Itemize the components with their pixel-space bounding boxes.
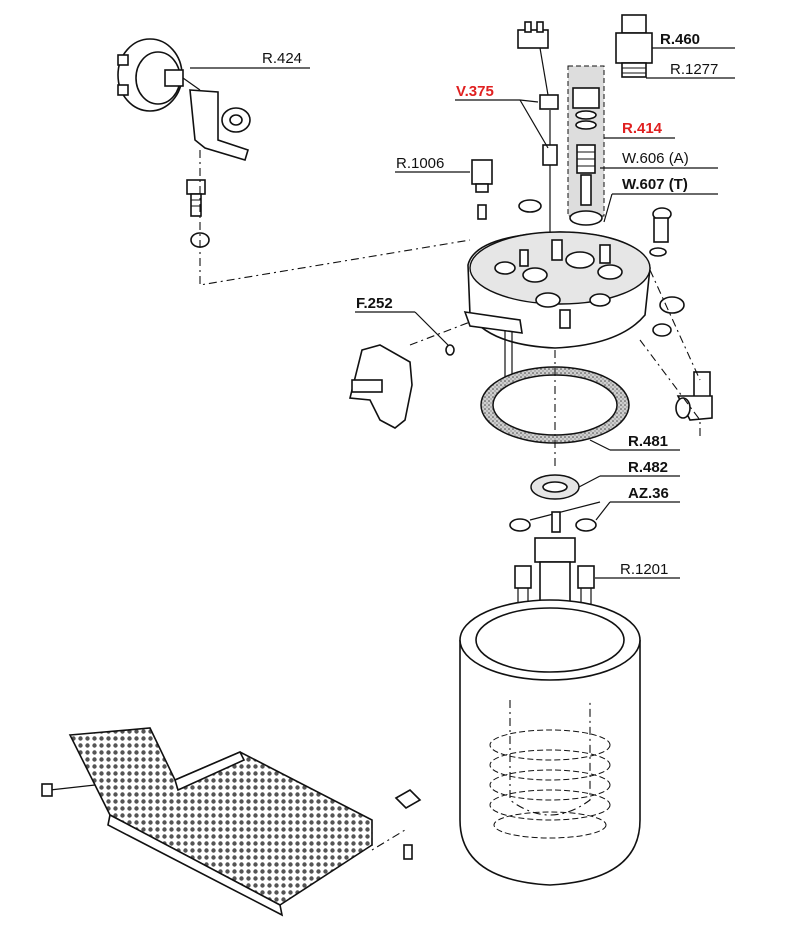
part-r460-r1277	[615, 14, 735, 79]
part-r1006	[395, 159, 493, 220]
label-group: R.424 R.460 R.1277 V.375 R.414 W.606 (A)…	[262, 31, 718, 578]
label-r1201: R.1201	[620, 561, 668, 578]
part-clip-screw	[371, 789, 422, 860]
part-az36-orings	[509, 501, 680, 533]
part-r482-washer	[530, 474, 680, 500]
label-az36: AZ.36	[628, 485, 669, 502]
label-r482: R.482	[628, 459, 668, 476]
part-v375-probe	[455, 21, 559, 240]
part-r414-group	[567, 65, 675, 226]
label-r1277: R.1277	[670, 61, 718, 78]
label-w607: W.607 (T)	[622, 176, 688, 193]
label-r460: R.460	[660, 31, 700, 48]
label-r424: R.424	[262, 50, 302, 67]
part-r424-assembly	[117, 38, 310, 161]
label-r414: R.414	[622, 120, 663, 137]
part-flange	[467, 231, 651, 349]
label-f252: F.252	[356, 295, 393, 312]
part-r424-screw	[186, 179, 210, 248]
label-r1006: R.1006	[396, 155, 444, 172]
part-boiler-tank	[459, 599, 641, 886]
part-drip-tray-grid	[41, 727, 373, 917]
label-w606: W.606 (A)	[622, 150, 689, 167]
label-v375: V.375	[456, 83, 494, 100]
label-r481: R.481	[628, 433, 668, 450]
